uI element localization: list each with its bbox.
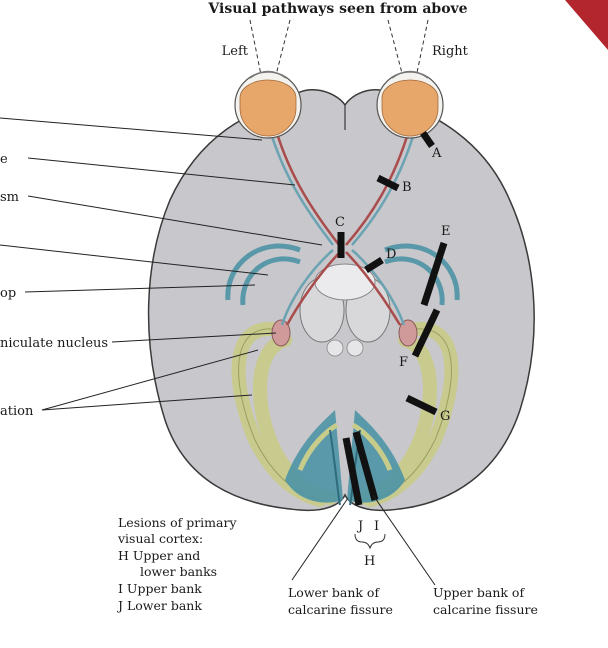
lesion-label-e: E [441,224,451,239]
lesion-label-g: G [440,409,450,424]
left-label-optic-radiation: ation [0,404,34,419]
left-label-optic-chiasm: sm [0,190,19,205]
svg-text:I Upper bank: I Upper bank [118,581,202,596]
diagram-title: Visual pathways seen from above [207,1,467,17]
lesion-bar-i [352,431,379,501]
lower-bank-label-2: calcarine fissure [288,602,393,617]
lesion-label-h: H [364,554,375,569]
upper-bank-label-1: Upper bank of [433,585,525,600]
lesion-label-b: B [402,180,412,195]
lesion-bar-d [364,257,384,273]
lesion-label-a: A [431,146,442,161]
right-eye [376,70,444,139]
upper-bank-label-2: calcarine fissure [433,602,538,617]
lesion-bars [337,131,448,506]
left-label-meyers-loop: op [0,286,16,301]
lesion-label-i: I [374,519,379,534]
lesion-bar-e [420,241,448,307]
svg-text:visual cortex:: visual cortex: [117,531,203,546]
left-eye [234,70,302,139]
svg-text:Lesions of primary: Lesions of primary [118,515,237,530]
cortex-legend: Lesions of primary visual cortex: H Uppe… [116,515,237,613]
h-brace [354,533,386,550]
left-label-optic-nerve: e [0,152,8,167]
right-side-label: Right [432,44,469,59]
corner-tab [565,0,608,50]
occipital-cortex [285,410,405,506]
lower-bank-label-1: Lower bank of [288,585,380,600]
optic-nerves [268,129,417,326]
lesion-label-d: D [386,247,396,262]
lesion-bar-g [405,394,438,416]
left-leader-lines [0,117,323,411]
svg-text:H Upper and: H Upper and [118,548,200,563]
lesion-label-c: C [335,215,345,230]
lgn-right [398,319,418,347]
svg-text:J Lower bank: J Lower bank [116,598,202,613]
lesion-bar-j [342,437,363,506]
left-label-lgn: niculate nucleus [0,336,108,351]
lesion-bar-f [411,308,441,358]
lesion-bar-a [420,131,435,148]
svg-text:lower banks: lower banks [140,564,217,579]
lesion-bar-b [376,174,400,192]
left-side-label: Left [222,44,249,59]
lesion-label-f: F [399,355,408,370]
bottom-leader-lines [291,494,436,586]
lesion-label-j: J [356,519,363,534]
